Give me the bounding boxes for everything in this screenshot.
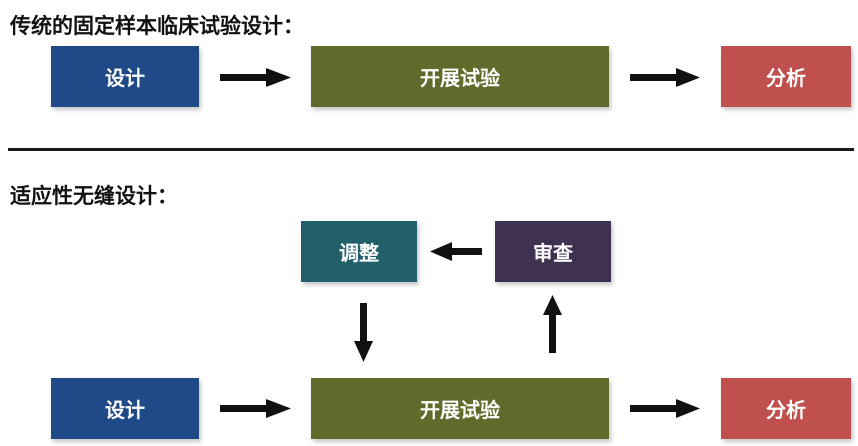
- traditional-analysis-box: 分析: [721, 46, 851, 107]
- traditional-design-box: 设计: [51, 46, 199, 107]
- traditional-heading: 传统的固定样本临床试验设计：: [10, 14, 304, 38]
- arrow-right-icon: [630, 68, 700, 87]
- adaptive-analysis-box: 分析: [721, 378, 851, 439]
- adaptive-adjust-box: 调整: [301, 221, 417, 282]
- traditional-conduct-box: 开展试验: [311, 46, 609, 107]
- arrow-left-icon: [430, 242, 482, 261]
- arrow-right-icon: [630, 399, 700, 418]
- adaptive-review-box: 审查: [495, 221, 611, 282]
- section-divider: [8, 148, 854, 151]
- arrow-right-icon: [220, 68, 291, 87]
- adaptive-conduct-box: 开展试验: [311, 378, 609, 439]
- arrow-right-icon: [220, 399, 291, 418]
- arrow-down-icon: [354, 303, 373, 362]
- arrow-up-icon: [543, 295, 562, 353]
- adaptive-heading: 适应性无缝设计：: [10, 184, 178, 208]
- adaptive-design-box: 设计: [51, 378, 199, 439]
